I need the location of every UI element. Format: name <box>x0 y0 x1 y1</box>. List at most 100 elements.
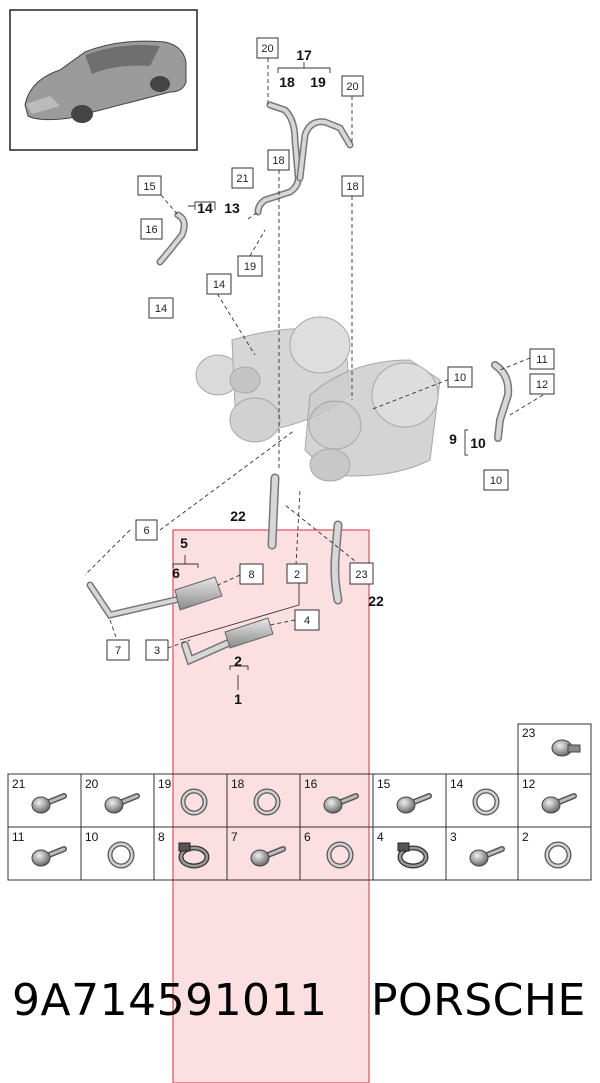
part-number-label: 16 <box>304 777 318 791</box>
svg-text:9: 9 <box>449 431 457 447</box>
svg-text:20: 20 <box>346 81 358 93</box>
part-15-bolt-icon <box>396 793 432 814</box>
part-number-label: 14 <box>450 777 464 791</box>
callout-21: 21 <box>231 167 254 189</box>
svg-text:6: 6 <box>143 525 149 537</box>
part-7-bolt-icon <box>250 846 286 867</box>
brand-name: PORSCHE <box>371 975 586 1026</box>
callout-10a: 10 <box>447 366 473 388</box>
svg-text:23: 23 <box>355 569 367 581</box>
callout-20a: 20 <box>256 37 279 59</box>
svg-text:20: 20 <box>261 43 273 55</box>
part-8-clamp-icon <box>178 842 210 869</box>
part-3-bolt-icon <box>469 846 505 867</box>
callout-14b: 14 <box>148 297 174 319</box>
svg-text:5: 5 <box>180 535 188 551</box>
part-11-bolt-icon <box>31 846 67 867</box>
svg-text:18: 18 <box>272 155 284 167</box>
svg-text:10: 10 <box>490 475 502 487</box>
svg-text:15: 15 <box>143 181 155 193</box>
part-number-label: 10 <box>85 830 99 844</box>
part-16-bolt-icon <box>323 793 359 814</box>
svg-text:10: 10 <box>454 372 466 384</box>
part-23-icon <box>551 739 581 757</box>
parts-grid: 23 21 20 19 18 16 15 14 12 11 10 8 7 6 4 3 2 <box>7 723 592 881</box>
callout-20b: 20 <box>341 75 364 97</box>
car-thumbnail <box>9 9 198 151</box>
svg-text:3: 3 <box>154 645 160 657</box>
part-number-label: 19 <box>158 777 172 791</box>
part-number-label: 20 <box>85 777 99 791</box>
callout-19: 19 <box>237 255 263 277</box>
svg-text:19: 19 <box>310 74 326 90</box>
leader-lines <box>84 58 544 649</box>
svg-text:7: 7 <box>115 645 121 657</box>
callout-12: 12 <box>529 373 555 395</box>
callout-2: 2 <box>286 563 308 584</box>
callout-16: 16 <box>140 218 163 240</box>
svg-text:12: 12 <box>536 379 548 391</box>
svg-text:14: 14 <box>155 303 167 315</box>
callout-3: 3 <box>145 639 169 661</box>
svg-text:13: 13 <box>224 200 240 216</box>
part-number-label: 21 <box>12 777 26 791</box>
part-2-ring-icon <box>544 841 572 869</box>
svg-text:14: 14 <box>213 279 225 291</box>
part-21-bolt-icon <box>31 793 67 814</box>
part-number-label: 18 <box>231 777 245 791</box>
svg-text:1: 1 <box>234 691 242 707</box>
svg-text:21: 21 <box>236 173 248 185</box>
callout-boxes: 20 20 18 18 21 19 15 16 14 14 11 12 10 1… <box>106 37 555 661</box>
svg-text:2: 2 <box>294 569 300 581</box>
part-number-label: 3 <box>450 830 457 844</box>
svg-text:22: 22 <box>368 593 384 609</box>
part-4-clamp-icon <box>397 842 429 869</box>
part-14-ring-icon <box>472 788 500 816</box>
svg-text:4: 4 <box>304 615 310 627</box>
svg-text:11: 11 <box>536 354 547 366</box>
callout-4: 4 <box>294 609 320 631</box>
part-10-ring-icon <box>107 841 135 869</box>
callout-14a: 14 <box>206 273 232 295</box>
part-number-label: 15 <box>377 777 391 791</box>
part-number-label: 7 <box>231 830 238 844</box>
callout-11: 11 <box>529 348 555 370</box>
part-18-ring-icon <box>253 788 281 816</box>
group-labels: 17 18 19 14 13 9 10 22 22 5 6 2 1 <box>172 47 486 707</box>
callout-6: 6 <box>135 519 158 541</box>
part-number-label: 8 <box>158 830 165 844</box>
svg-text:2: 2 <box>234 653 242 669</box>
svg-text:6: 6 <box>172 565 180 581</box>
callout-15: 15 <box>137 175 162 196</box>
svg-text:8: 8 <box>248 569 254 581</box>
part-12-bolt-icon <box>541 793 577 814</box>
callout-10b: 10 <box>483 469 509 491</box>
part-20-bolt-icon <box>104 793 140 814</box>
callout-18a: 18 <box>267 149 290 171</box>
turbocharger-right <box>304 359 441 482</box>
part-number-label: 12 <box>522 777 536 791</box>
part-6-ring-icon <box>326 841 354 869</box>
part-number-label: 11 <box>12 830 25 844</box>
part-number-label: 4 <box>377 830 384 844</box>
part-number: 9A714591011 <box>12 975 328 1026</box>
svg-text:18: 18 <box>346 181 358 193</box>
callout-7: 7 <box>106 639 130 661</box>
svg-text:19: 19 <box>244 261 256 273</box>
svg-text:22: 22 <box>230 508 246 524</box>
part-number-label: 6 <box>304 830 311 844</box>
callout-23: 23 <box>349 562 374 585</box>
part-number-label: 2 <box>522 830 529 844</box>
heat-sleeves <box>174 576 274 649</box>
callout-18b: 18 <box>341 175 364 197</box>
svg-text:16: 16 <box>145 224 157 236</box>
part-19-ring-icon <box>180 788 208 816</box>
oil-pipes <box>86 101 513 666</box>
svg-text:18: 18 <box>279 74 295 90</box>
svg-text:17: 17 <box>296 47 312 63</box>
svg-text:23: 23 <box>522 726 536 740</box>
svg-text:14: 14 <box>197 200 213 216</box>
svg-text:10: 10 <box>470 435 486 451</box>
callout-8: 8 <box>239 563 264 585</box>
